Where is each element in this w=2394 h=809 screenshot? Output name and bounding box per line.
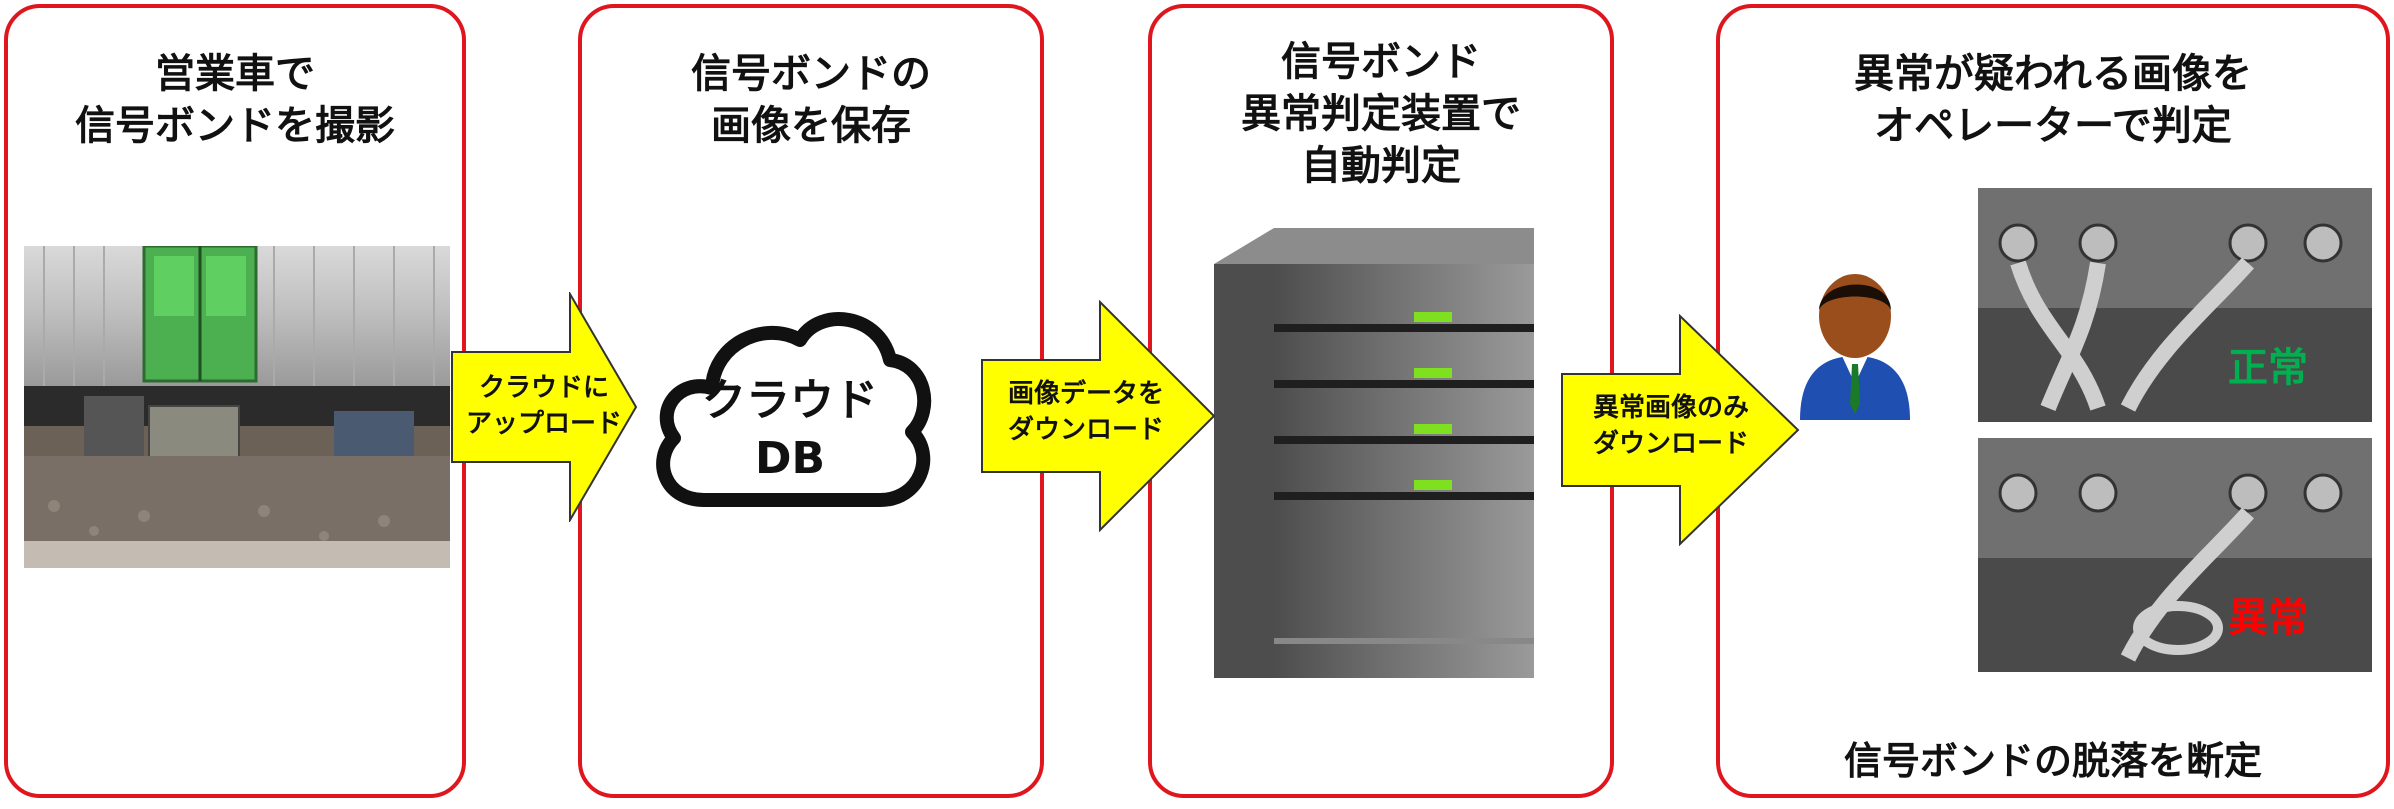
arrow-right-icon xyxy=(981,300,1216,532)
cloud-icon: クラウド DB xyxy=(644,294,936,530)
arrow-right-icon xyxy=(1561,314,1800,546)
step-panel-capture: 営業車で 信号ボンドを撮影 xyxy=(4,4,466,798)
arrow-download-abnormal: 異常画像のみ ダウンロード xyxy=(1560,314,1800,546)
step-title-auto-judge: 信号ボンド 異常判定装置で 自動判定 xyxy=(1241,39,1521,189)
step-title-capture: 営業車で 信号ボンドを撮影 xyxy=(75,51,395,149)
signal-bond-normal-photo: 正常 xyxy=(1978,188,2372,422)
step-title-operator-judge: 異常が疑われる画像を オペレーターで判定 xyxy=(1854,51,2252,149)
step-title-store: 信号ボンドの 画像を保存 xyxy=(691,51,931,149)
conclusion-text: 信号ボンドの脱落を断定 xyxy=(1843,739,2262,783)
arrow-upload: クラウドに アップロード xyxy=(450,292,638,522)
server-icon xyxy=(1214,228,1534,678)
signal-bond-abnormal-photo: 異常 xyxy=(1978,438,2372,672)
step-panel-operator-judge: 異常が疑われる画像を オペレーターで判定 正常 xyxy=(1716,4,2390,798)
cloud-db-label: クラウド DB xyxy=(702,375,878,484)
judge-abnormal-label: 異常 xyxy=(2228,595,2308,641)
arrow-download-data: 画像データを ダウンロード xyxy=(980,300,1216,532)
arrow-download-data-label: 画像データを ダウンロード xyxy=(1007,379,1164,445)
train-photo xyxy=(24,246,450,568)
arrow-download-abnormal-label: 異常画像のみ ダウンロード xyxy=(1592,393,1749,459)
arrow-upload-label: クラウドに アップロード xyxy=(465,373,622,439)
arrow-right-icon xyxy=(451,292,638,522)
judge-normal-label: 正常 xyxy=(2228,345,2308,391)
operator-icon xyxy=(1792,264,1918,424)
step-panel-store: 信号ボンドの 画像を保存 クラウド DB xyxy=(578,4,1044,798)
step-panel-auto-judge: 信号ボンド 異常判定装置で 自動判定 xyxy=(1148,4,1614,798)
